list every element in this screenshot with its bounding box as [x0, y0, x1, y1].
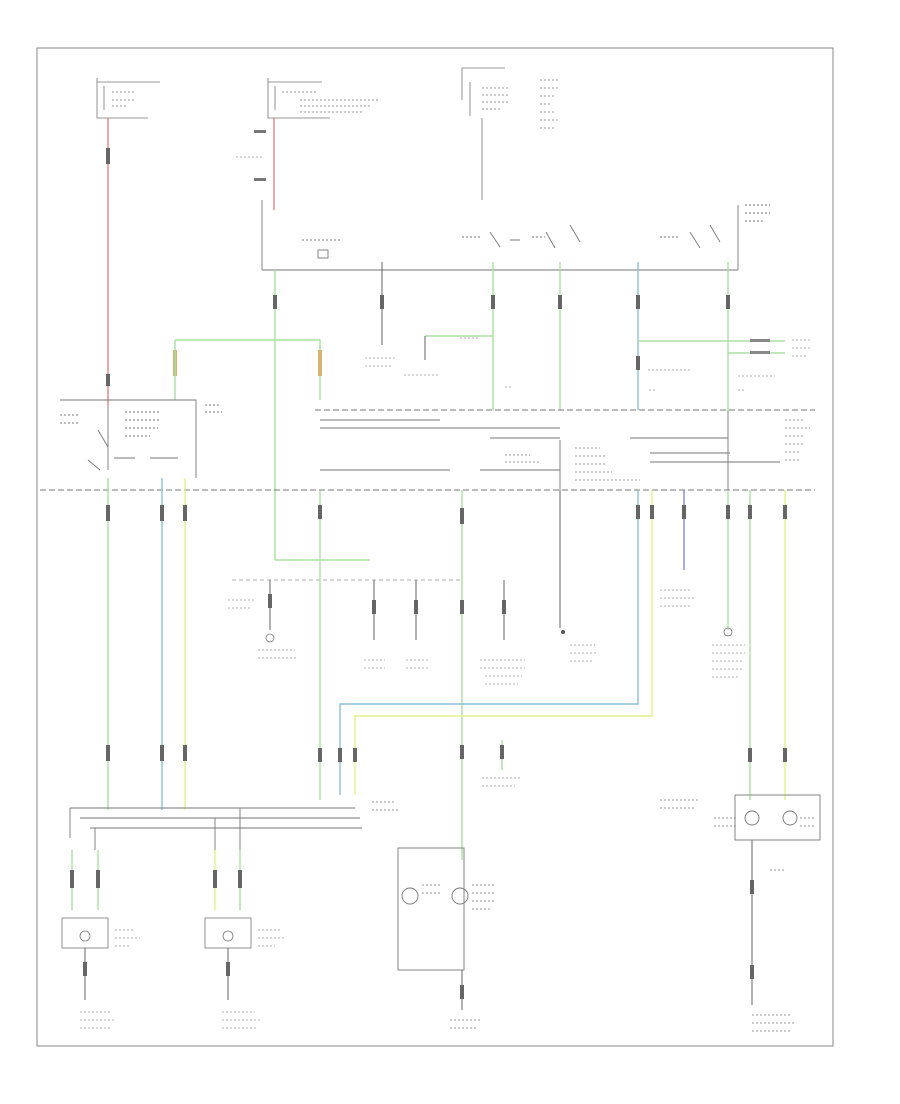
diagram-border: [36, 47, 834, 1047]
wire-left-yellow: [183, 478, 187, 810]
combination-switch-bar: [262, 204, 770, 271]
wire-drop-green-1: [273, 270, 277, 560]
wire-drop-green-4: [638, 262, 812, 410]
center-lamp-pair: [397, 847, 495, 1029]
wire-right-green: [712, 490, 787, 800]
wire-left-green: [106, 478, 110, 810]
wire-red-left: [106, 118, 110, 405]
main-switch-box: [40, 409, 815, 491]
left-connector-block: [69, 801, 400, 850]
wire-red-center: [236, 118, 275, 270]
fuse-block-center: [267, 78, 380, 119]
fuse-block-left: [96, 78, 160, 119]
wire-return-blue: [338, 490, 640, 795]
left-relay-row: [228, 490, 598, 685]
wire-left-blue: [160, 478, 164, 810]
left-control-switch: [60, 399, 222, 478]
wire-drop-blue-1: [636, 262, 640, 410]
wire-drop-green-2: [404, 262, 495, 410]
wire-center-green: [318, 490, 520, 860]
wire-green-loop-top: [173, 339, 322, 400]
right-lamp-pair: [660, 794, 821, 1032]
wire-drop-black-1: [365, 262, 395, 367]
left-bottom-lamp: [61, 850, 140, 1029]
wire-drop-green-3: [558, 262, 562, 410]
left-bottom-lamp-2: [204, 850, 285, 1029]
wire-return-yellow: [353, 490, 654, 795]
wire-labels-mid: [505, 369, 775, 391]
wire-purple: [660, 490, 695, 607]
fuse-block-right: [461, 67, 560, 200]
